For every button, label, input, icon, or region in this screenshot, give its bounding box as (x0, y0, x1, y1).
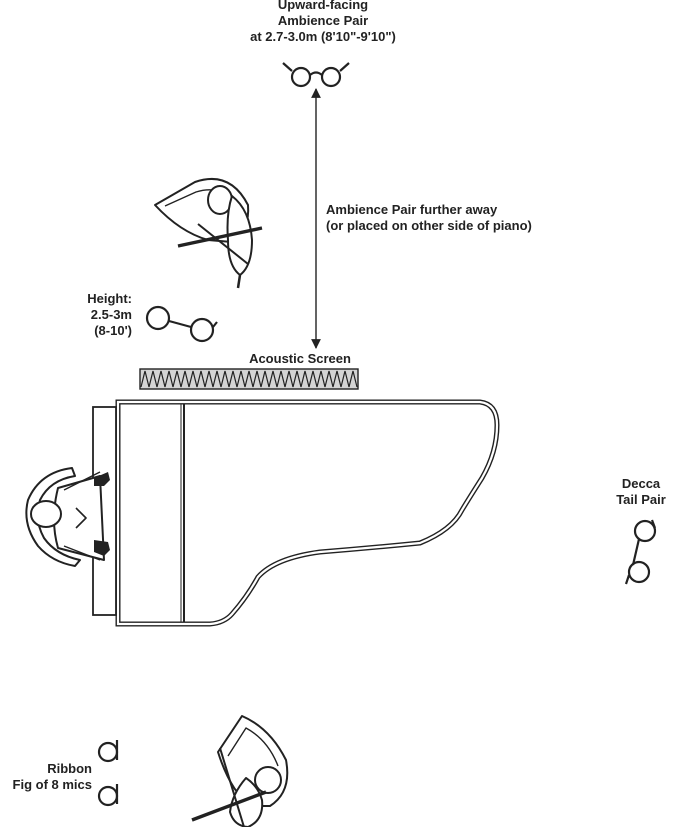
mic-icon (97, 785, 119, 807)
label-line: Fig of 8 mics (12, 777, 92, 792)
mic-icon (189, 317, 215, 343)
hand-icon (94, 472, 110, 556)
upward-ambience-pair-label: Upward-facing Ambience Pair at 2.7-3.0m … (228, 0, 418, 45)
screen-zigzag (140, 370, 358, 388)
mic-bar (309, 71, 323, 76)
label-line: Acoustic Screen (249, 351, 351, 366)
mic-icon (627, 560, 651, 584)
mic-icon (320, 66, 342, 88)
mic-stem (650, 519, 657, 529)
mic-stem (339, 62, 350, 72)
mic-icon (97, 741, 119, 763)
decca-tail-pair-mics (624, 519, 657, 585)
mic-icon (145, 305, 171, 331)
cellist-lower-icon (191, 715, 289, 827)
acoustic-screen (139, 368, 359, 390)
decca-tail-pair-label: Decca Tail Pair (608, 476, 674, 508)
mic-icon (290, 66, 312, 88)
label-line: (or placed on other side of piano) (326, 218, 532, 233)
acoustic-screen-label: Acoustic Screen (230, 351, 370, 367)
label-line: Height: (87, 291, 132, 306)
label-line: at 2.7-3.0m (8'10"-9'10") (250, 29, 396, 44)
label-line: Ribbon (47, 761, 92, 776)
label-line: Ambience Pair (277, 13, 369, 28)
label-line: Decca (621, 476, 661, 491)
mic-bar (631, 538, 641, 566)
label-line: 2.5-3m (90, 307, 132, 322)
mic-stem (624, 574, 631, 585)
label-line: Ambience Pair further away (326, 202, 498, 217)
ribbon-fig8-mics (97, 740, 119, 807)
mic-stem (212, 321, 218, 328)
mic-icon (633, 519, 657, 543)
grand-piano (92, 399, 500, 627)
pianist-icon (25, 467, 110, 567)
label-line: Tail Pair (616, 492, 666, 507)
cellist-upper-icon (154, 177, 263, 289)
spaced-pair-mics (145, 305, 218, 343)
mic-stem (282, 62, 293, 72)
height-label: Height: 2.5-3m (8-10') (70, 291, 132, 339)
label-line: Upward-facing (277, 0, 369, 12)
ambience-pair-note: Ambience Pair further away (or placed on… (326, 202, 532, 234)
mic-bar (168, 319, 192, 329)
upward-ambience-pair-mics (282, 62, 350, 88)
label-line: (8-10') (94, 323, 132, 338)
ribbon-fig8-label: Ribbon Fig of 8 mics (0, 761, 92, 793)
